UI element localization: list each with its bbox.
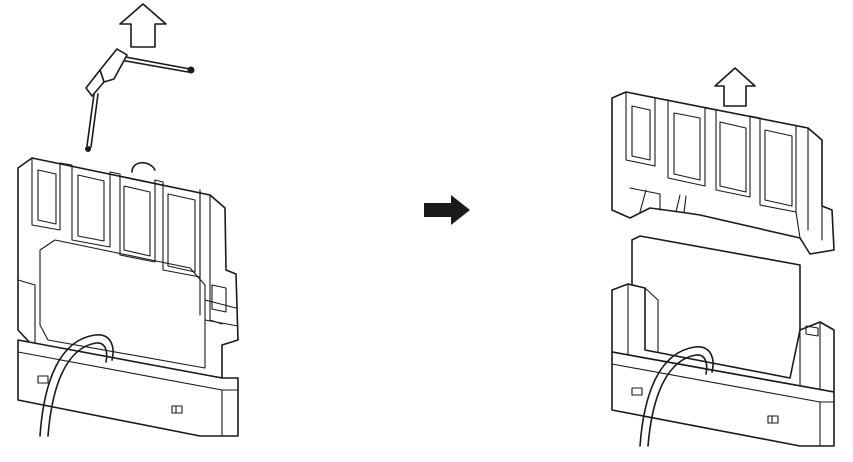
connector-cover: [611, 91, 835, 255]
connector-base: [17, 339, 239, 437]
up-arrow-icon: [714, 67, 756, 107]
connector: [17, 157, 239, 379]
right-arrow-icon: [424, 195, 470, 225]
up-arrow-icon: [119, 3, 167, 48]
cable: [639, 346, 714, 447]
step-after: [611, 67, 835, 447]
step-before: [17, 3, 239, 437]
cable: [39, 334, 114, 437]
removal-tool: [85, 48, 195, 152]
cable-top: [131, 161, 156, 173]
